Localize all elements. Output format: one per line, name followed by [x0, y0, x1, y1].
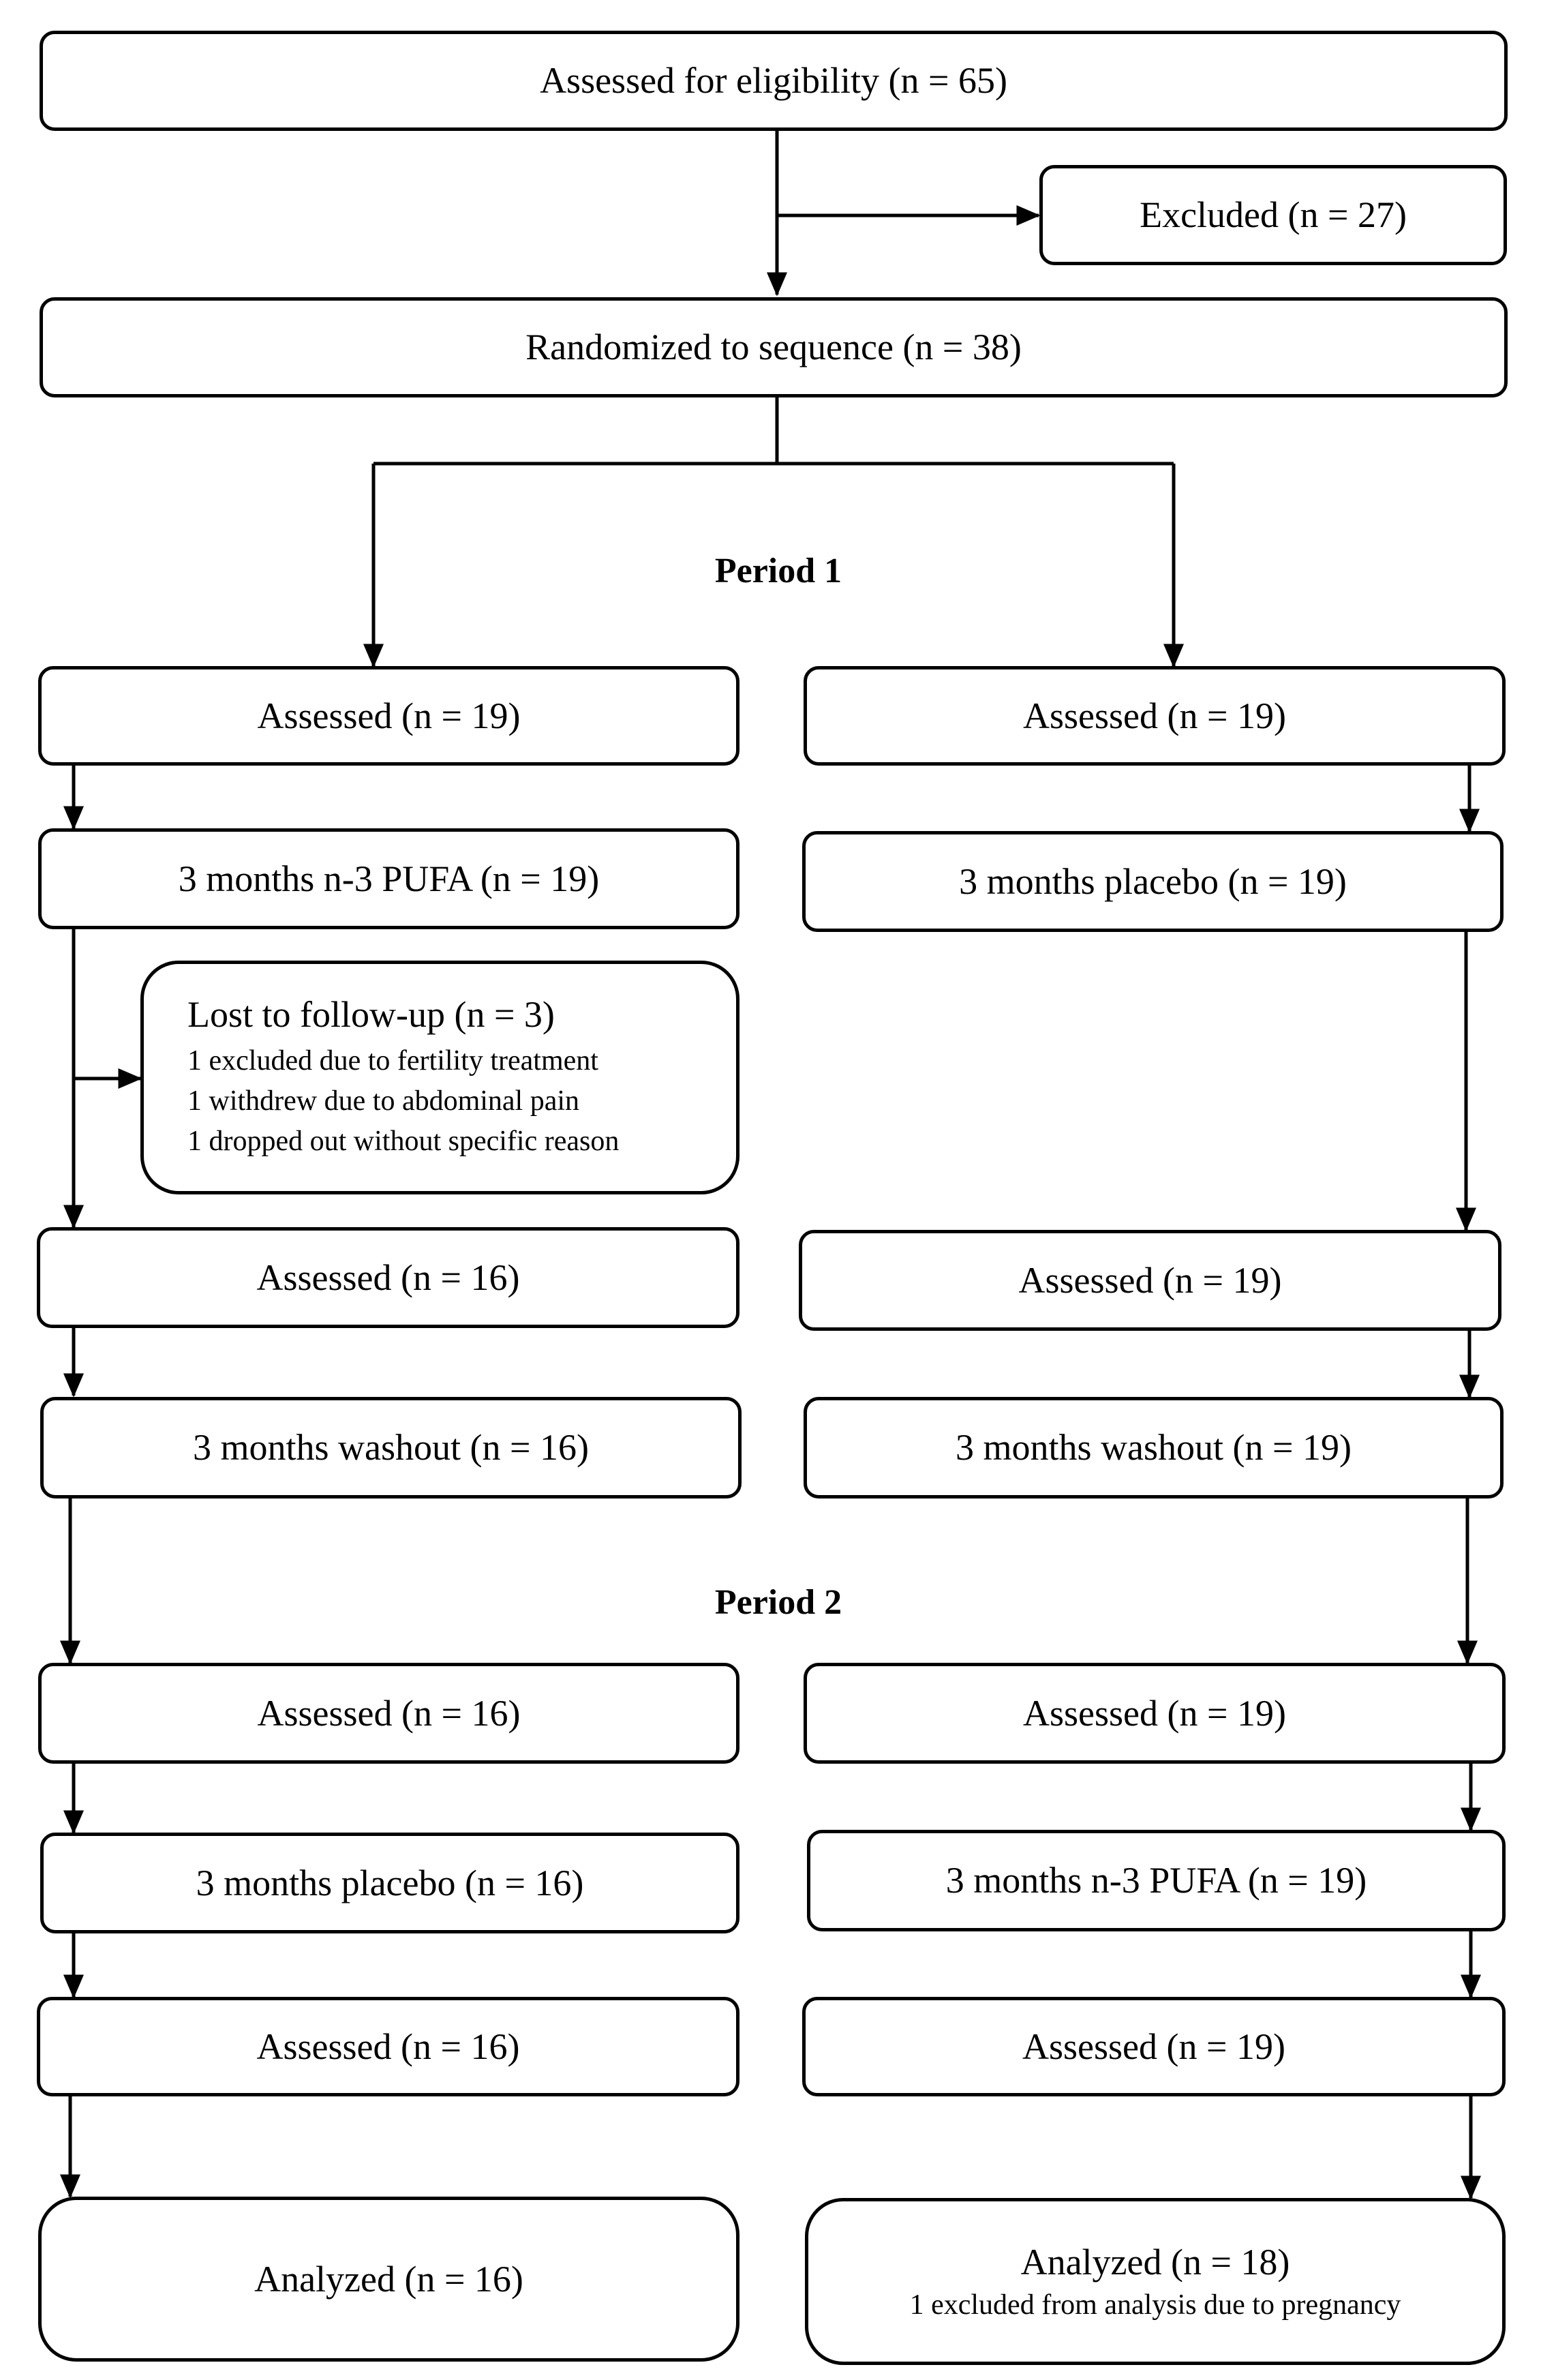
left-p1-assessed-label: Assessed (n = 19)	[257, 695, 521, 736]
excluded-box: Excluded (n = 27)	[1039, 165, 1507, 265]
right-p2-assessed-after-box: Assessed (n = 19)	[802, 1997, 1506, 2096]
assessed-eligibility-box: Assessed for eligibility (n = 65)	[40, 31, 1508, 131]
right-p2-assessed-after-label: Assessed (n = 19)	[1022, 2025, 1285, 2067]
left-p2-treatment-box: 3 months placebo (n = 16)	[40, 1833, 739, 1933]
period-2-label: Period 2	[714, 1583, 842, 1622]
right-p1-assessed-box: Assessed (n = 19)	[804, 666, 1506, 766]
right-p2-assessed-label: Assessed (n = 19)	[1023, 1692, 1286, 1734]
left-p1-treatment-label: 3 months n-3 PUFA (n = 19)	[178, 858, 600, 899]
left-p2-assessed-label: Assessed (n = 16)	[257, 1692, 521, 1734]
right-washout-box: 3 months washout (n = 19)	[804, 1397, 1504, 1498]
right-p1-assessed-label: Assessed (n = 19)	[1023, 695, 1286, 736]
left-washout-label: 3 months washout (n = 16)	[193, 1427, 589, 1468]
period-1-label: Period 1	[714, 552, 842, 590]
right-p1-assessed-after-label: Assessed (n = 19)	[1018, 1259, 1282, 1301]
left-washout-box: 3 months washout (n = 16)	[40, 1397, 742, 1498]
right-p2-treatment-box: 3 months n-3 PUFA (n = 19)	[807, 1830, 1506, 1931]
lost-to-follow-up-title: Lost to follow-up (n = 3)	[187, 994, 555, 1036]
lost-reason: 1 excluded due to fertility treatment	[187, 1045, 598, 1077]
left-p1-assessed-after-label: Assessed (n = 16)	[256, 1256, 520, 1298]
left-p2-assessed-after-box: Assessed (n = 16)	[37, 1997, 739, 2096]
right-p2-treatment-label: 3 months n-3 PUFA (n = 19)	[945, 1860, 1367, 1901]
right-analyzed-label: Analyzed (n = 18)	[1020, 2242, 1290, 2283]
left-p2-treatment-label: 3 months placebo (n = 16)	[196, 1862, 584, 1903]
randomized-label: Randomized to sequence (n = 38)	[525, 327, 1022, 368]
right-analyzed-box: Analyzed (n = 18) 1 excluded from analys…	[805, 2198, 1506, 2365]
right-p2-assessed-box: Assessed (n = 19)	[804, 1663, 1506, 1764]
right-p1-assessed-after-box: Assessed (n = 19)	[799, 1230, 1501, 1331]
lost-reason: 1 dropped out without specific reason	[187, 1125, 620, 1157]
right-p1-treatment-box: 3 months placebo (n = 19)	[802, 831, 1504, 932]
left-p1-assessed-box: Assessed (n = 19)	[38, 666, 739, 766]
left-p2-assessed-after-label: Assessed (n = 16)	[256, 2025, 520, 2067]
right-analyzed-note: 1 excluded from analysis due to pregnanc…	[909, 2289, 1401, 2321]
right-washout-label: 3 months washout (n = 19)	[956, 1427, 1352, 1468]
left-p1-assessed-after-box: Assessed (n = 16)	[37, 1227, 739, 1328]
left-p2-assessed-box: Assessed (n = 16)	[38, 1663, 739, 1764]
assessed-eligibility-label: Assessed for eligibility (n = 65)	[540, 60, 1007, 102]
left-analyzed-label: Analyzed (n = 16)	[254, 2258, 523, 2300]
excluded-label: Excluded (n = 27)	[1140, 194, 1407, 236]
randomized-box: Randomized to sequence (n = 38)	[40, 297, 1508, 397]
left-analyzed-box: Analyzed (n = 16)	[38, 2197, 739, 2362]
right-p1-treatment-label: 3 months placebo (n = 19)	[959, 860, 1347, 902]
lost-to-follow-up-box: Lost to follow-up (n = 3) 1 excluded due…	[140, 961, 739, 1194]
lost-reason: 1 withdrew due to abdominal pain	[187, 1085, 580, 1117]
left-p1-treatment-box: 3 months n-3 PUFA (n = 19)	[38, 828, 739, 929]
